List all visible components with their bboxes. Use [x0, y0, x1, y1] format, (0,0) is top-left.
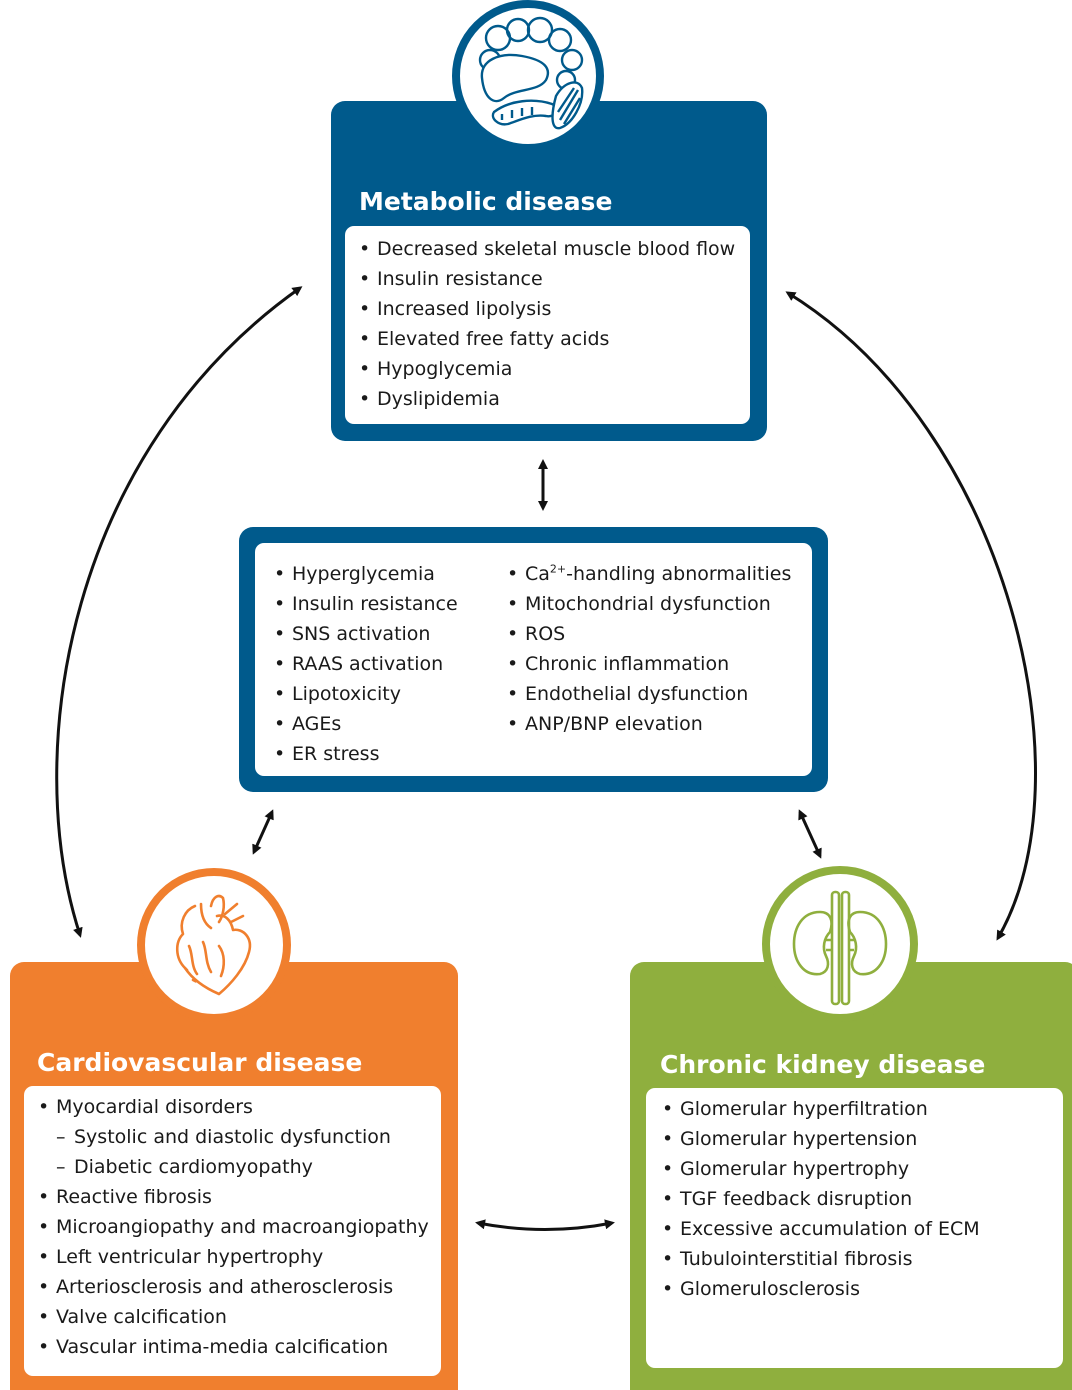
list-item: •Dyslipidemia — [359, 388, 500, 410]
list-item: •TGF feedback disruption — [662, 1188, 913, 1210]
list-item: •Decreased skeletal muscle blood flow — [359, 238, 736, 260]
list-item: •SNS activation — [274, 623, 431, 645]
list-item: •Excessive accumulation of ECM — [662, 1218, 980, 1240]
list-subitem: –Diabetic cardiomyopathy — [56, 1156, 313, 1178]
list-item: •Microangiopathy and macroangiopathy — [38, 1216, 429, 1238]
list-item: •Chronic inflammation — [507, 653, 730, 675]
arrow-metabolic-kidney — [785, 291, 1037, 941]
mechanisms-right-list: •Ca2+-handling abnormalities •Mitochondr… — [507, 559, 791, 739]
list-item: •Elevated free fatty acids — [359, 328, 610, 350]
metabolic-items-panel: •Decreased skeletal muscle blood flow •In… — [345, 226, 750, 424]
arrow-metabolic-cardio — [55, 286, 303, 938]
list-item: •Reactive fibrosis — [38, 1186, 212, 1208]
list-item: •Glomerular hypertrophy — [662, 1158, 910, 1180]
mechanisms-panel: •Hyperglycemia •Insulin resistance •SNS ac… — [255, 543, 812, 776]
mechanisms-box: •Hyperglycemia •Insulin resistance •SNS ac… — [239, 527, 828, 792]
list-subitem: –Systolic and diastolic dysfunction — [56, 1126, 391, 1148]
kidney-items-list: •Glomerular hyperfiltration •Glomerular h… — [662, 1094, 1063, 1304]
list-item: •Tubulointerstitial fibrosis — [662, 1248, 913, 1270]
kidney-disease-box: Chronic kidney disease •Glomerular hyper… — [630, 962, 1072, 1390]
arrow-mechanisms-kidney — [798, 809, 822, 859]
list-item: •ROS — [507, 623, 566, 645]
metabolic-disease-box: Metabolic disease •Decreased skeletal mu… — [331, 101, 767, 441]
list-item: •Glomerular hypertension — [662, 1128, 918, 1150]
list-item: •Glomerular hyperfiltration — [662, 1098, 928, 1120]
list-item: •Hypoglycemia — [359, 358, 513, 380]
kidney-icon-circle — [762, 866, 918, 1022]
list-item: •Valve calcification — [38, 1306, 227, 1328]
list-item: •Insulin resistance — [359, 268, 543, 290]
metabolic-disease-title: Metabolic disease — [359, 187, 613, 216]
list-item: •Myocardial disorders — [38, 1096, 253, 1118]
cardio-icon-circle — [137, 868, 291, 1022]
list-item: •Arteriosclerosis and atherosclerosis — [38, 1276, 394, 1298]
metabolic-icon-circle — [452, 0, 604, 152]
kidney-items-panel: •Glomerular hyperfiltration •Glomerular h… — [646, 1088, 1063, 1368]
mechanisms-left-list: •Hyperglycemia •Insulin resistance •SNS ac… — [274, 559, 458, 769]
heart-icon — [175, 894, 252, 996]
list-item: •Lipotoxicity — [274, 683, 401, 705]
cardio-items-list: •Myocardial disorders –Systolic and diast… — [38, 1092, 441, 1362]
list-item: •Left ventricular hypertrophy — [38, 1246, 324, 1268]
list-item: •Mitochondrial dysfunction — [507, 593, 771, 615]
cardiovascular-disease-title: Cardiovascular disease — [37, 1048, 363, 1077]
cardio-items-panel: •Myocardial disorders –Systolic and diast… — [24, 1086, 441, 1376]
list-item: •Glomerulosclerosis — [662, 1278, 860, 1300]
list-item: •ANP/BNP elevation — [507, 713, 703, 735]
list-item: •RAAS activation — [274, 653, 444, 675]
list-item: •ER stress — [274, 743, 380, 765]
kidney-disease-title: Chronic kidney disease — [660, 1050, 986, 1079]
metabolic-items-list: •Decreased skeletal muscle blood flow •In… — [359, 234, 750, 414]
list-item: •Vascular intima-media calcification — [38, 1336, 389, 1358]
list-item: •Hyperglycemia — [274, 563, 435, 585]
list-item: •AGEs — [274, 713, 342, 735]
list-item: •Insulin resistance — [274, 593, 458, 615]
organs-icon — [478, 16, 584, 130]
list-item: •Ca2+-handling abnormalities — [507, 562, 792, 585]
arrow-cardio-kidney — [475, 1219, 615, 1231]
arrow-mechanisms-cardio — [252, 809, 274, 855]
cardiovascular-disease-box: Cardiovascular disease •Myocardial disor… — [10, 962, 458, 1390]
list-item: •Increased lipolysis — [359, 298, 552, 320]
list-item: •Endothelial dysfunction — [507, 683, 749, 705]
kidney-icon — [792, 890, 888, 1006]
